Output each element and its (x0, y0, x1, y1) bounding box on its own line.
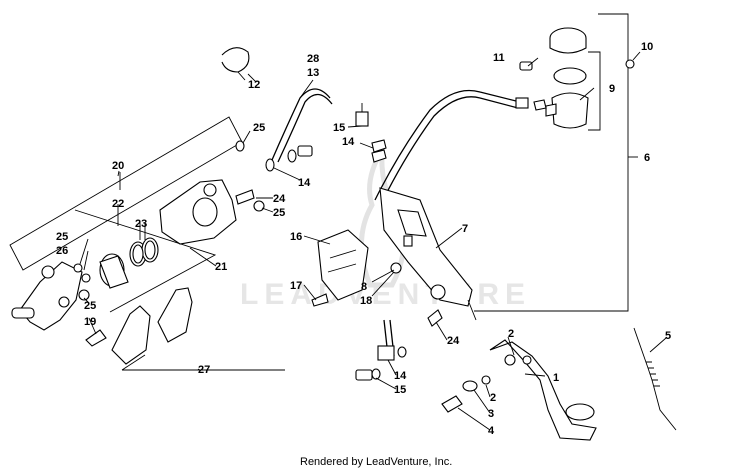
return-spring (633, 327, 677, 431)
brake-hose-front (271, 88, 331, 161)
reservoir-washer (625, 59, 635, 69)
callout-14: 14 (342, 136, 355, 148)
pedal-bolt (441, 395, 463, 413)
hose-washer (371, 139, 387, 153)
hose-clip (221, 47, 250, 73)
pin-washer (73, 263, 83, 273)
callout-1: 1 (553, 372, 559, 384)
callout-5: 5 (665, 330, 671, 342)
callout-25: 25 (253, 122, 265, 134)
callout-27: 27 (198, 364, 210, 376)
bracket-21 (74, 209, 217, 313)
bracket-6 (474, 13, 629, 312)
brake-hose-rear (374, 89, 521, 201)
lower-banjo (377, 345, 395, 361)
shield-bolt (311, 293, 329, 307)
pedal-washer (522, 355, 532, 365)
callout-labels: 1 2 2 3 4 5 6 7 8 9 10 11 12 13 14 14 14… (56, 41, 671, 437)
callout-10: 10 (641, 41, 653, 53)
callout-16: 16 (290, 231, 302, 243)
brake-pad-inner (111, 305, 151, 365)
banjo-bolt (297, 145, 313, 157)
fitting-24 (427, 309, 443, 327)
crush-washer (265, 158, 275, 172)
heat-shield (317, 229, 369, 301)
pedal-pad (565, 403, 595, 421)
callout-12: 12 (248, 79, 260, 91)
clamp-fitting (390, 262, 402, 274)
callout-11: 11 (493, 52, 505, 64)
callout-21: 21 (215, 261, 227, 273)
callout-8: 8 (361, 281, 367, 293)
callout-13: 13 (307, 67, 319, 79)
bracket-9 (588, 51, 601, 131)
callout-26: 26 (56, 245, 68, 257)
reservoir-body (551, 92, 589, 129)
callout-22: 22 (112, 198, 124, 210)
callout-25: 25 (84, 300, 96, 312)
bracket-bolt (85, 329, 107, 347)
callout-4: 4 (488, 425, 495, 437)
hose-end-fitting (515, 97, 529, 109)
callout-17: 17 (290, 280, 302, 292)
mount-pin (11, 307, 35, 319)
callout-7: 7 (462, 223, 468, 235)
reservoir-diaphragm (553, 67, 587, 85)
callout-24: 24 (447, 335, 460, 347)
pedal-spacer (462, 380, 478, 392)
callout-24: 24 (273, 193, 286, 205)
callout-23: 23 (135, 218, 147, 230)
brake-pad-outer (157, 287, 193, 343)
callout-2: 2 (508, 328, 514, 340)
callout-2: 2 (490, 392, 496, 404)
callout-3: 3 (488, 408, 494, 420)
callout-20: 20 (112, 160, 124, 172)
callout-25: 25 (56, 231, 68, 243)
bleed-screw (235, 189, 255, 205)
callout-14: 14 (394, 370, 407, 382)
callout-28: 28 (307, 53, 319, 65)
callout-6: 6 (644, 152, 650, 164)
crush-washer (287, 149, 297, 163)
lower-banjo-bolt (355, 369, 373, 381)
callout-25: 25 (273, 207, 285, 219)
reservoir-screw (519, 61, 533, 71)
callout-18: 18 (360, 295, 372, 307)
leader-lines (79, 51, 667, 431)
callout-14: 14 (298, 177, 311, 189)
callout-15: 15 (333, 122, 345, 134)
render-credit: Rendered by LeadVenture, Inc. (300, 456, 452, 468)
pedal-washer-2 (481, 375, 491, 385)
callout-15: 15 (394, 384, 406, 396)
callout-19: 19 (84, 316, 96, 328)
caliper-washer (235, 140, 245, 152)
brake-pedal (489, 339, 597, 441)
bleeder-fitting (355, 111, 369, 127)
callout-9: 9 (609, 83, 615, 95)
